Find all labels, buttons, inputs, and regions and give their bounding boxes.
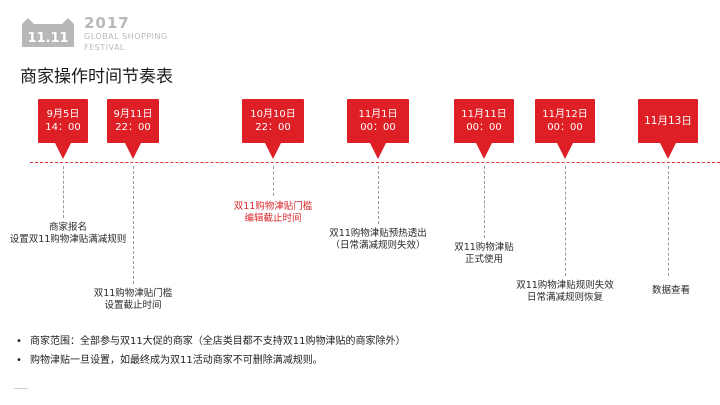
footer-divider [14,388,28,389]
connector-line [378,166,379,224]
marker-date: 11月1日 [358,109,398,120]
marker-time: 14：00 [45,122,81,133]
note-text: 商家范围：全部参与双11大促的商家（全店类目都不支持双11购物津贴的商家除外） [30,336,406,347]
marker-time: 22：00 [115,122,151,133]
event-line1: 双11购物津贴规则失效 [516,280,614,291]
date-marker-nov1: 11月1日 00：00 [347,99,409,159]
connector-line [668,166,669,276]
marker-time: 22：00 [255,122,291,133]
marker-date: 11月12日 [542,109,588,120]
event-line2: 设置截止时间 [104,300,162,311]
note-item: • 商家范围：全部参与双11大促的商家（全店类目都不支持双11购物津贴的商家除外… [14,335,405,348]
tmall-11-11-logo: 11.11 [22,18,74,47]
event-label-rule-expiry: 双11购物津贴规则失效 日常满减规则恢复 [516,280,614,304]
event-line2: 设置双11购物津贴满减规则 [9,234,127,245]
event-line2: 编辑截止时间 [244,213,302,224]
event-line2: 日常满减规则恢复 [526,292,603,303]
note-item: • 购物津贴一旦设置，如最终成为双11活动商家不可删除满减规则。 [14,354,405,367]
logo-tagline-line2: FESTIVAL [84,43,125,52]
marker-date: 10月10日 [250,109,296,120]
notes-list: • 商家范围：全部参与双11大促的商家（全店类目都不支持双11购物津贴的商家除外… [14,335,405,373]
event-label-threshold-setup-deadline: 双11购物津贴门槛 设置截止时间 [94,288,173,312]
marker-time: 00：00 [360,122,396,133]
date-marker-nov13: 11月13日 [638,99,698,159]
event-line2: 正式使用 [464,254,503,265]
date-marker-nov12: 11月12日 00：00 [535,99,595,159]
logo-text: 11.11 [27,31,68,46]
event-label-data-view: 数据查看 [652,285,690,297]
date-marker-sep11: 9月11日 22：00 [107,99,159,159]
date-marker-sep5: 9月5日 14：00 [38,99,88,159]
timeline-axis [30,162,720,163]
event-line1: 双11购物津贴门槛 [233,201,313,212]
event-label-threshold-edit-deadline: 双11购物津贴门槛 编辑截止时间 [234,201,313,225]
event-label-registration: 商家报名 设置双11购物津贴满减规则 [10,222,127,246]
page-title: 商家操作时间节奏表 [20,67,173,87]
event-line1: 双11购物津贴预热透出 [329,228,427,239]
event-label-preheat: 双11购物津贴预热透出 （日常满减规则失效） [329,228,427,252]
marker-time: 00：00 [466,122,502,133]
marker-date: 9月5日 [46,109,80,120]
logo-tagline-line1: GLOBAL SHOPPING [84,32,168,41]
event-label-official-use: 双11购物津贴 正式使用 [454,242,514,266]
date-marker-nov11: 11月11日 00：00 [454,99,514,159]
connector-line [484,166,485,238]
marker-date: 11月13日 [644,114,692,127]
event-line1: 数据查看 [651,285,691,296]
connector-line [565,166,566,276]
date-marker-oct10: 10月10日 22：00 [242,99,304,159]
event-line2: （日常满减规则失效） [330,240,426,251]
logo-year: 2017 [84,14,130,32]
event-line1: 商家报名 [48,222,87,233]
connector-line [273,166,274,196]
bullet-icon: • [16,355,22,366]
note-text: 购物津贴一旦设置，如最终成为双11活动商家不可删除满减规则。 [30,355,323,366]
connector-line [133,166,134,284]
marker-date: 9月11日 [113,109,153,120]
connector-line [63,166,64,218]
bullet-icon: • [16,336,22,347]
marker-time: 00：00 [547,122,583,133]
event-line1: 双11购物津贴 [454,242,514,253]
marker-date: 11月11日 [461,109,507,120]
event-line1: 双11购物津贴门槛 [93,288,173,299]
